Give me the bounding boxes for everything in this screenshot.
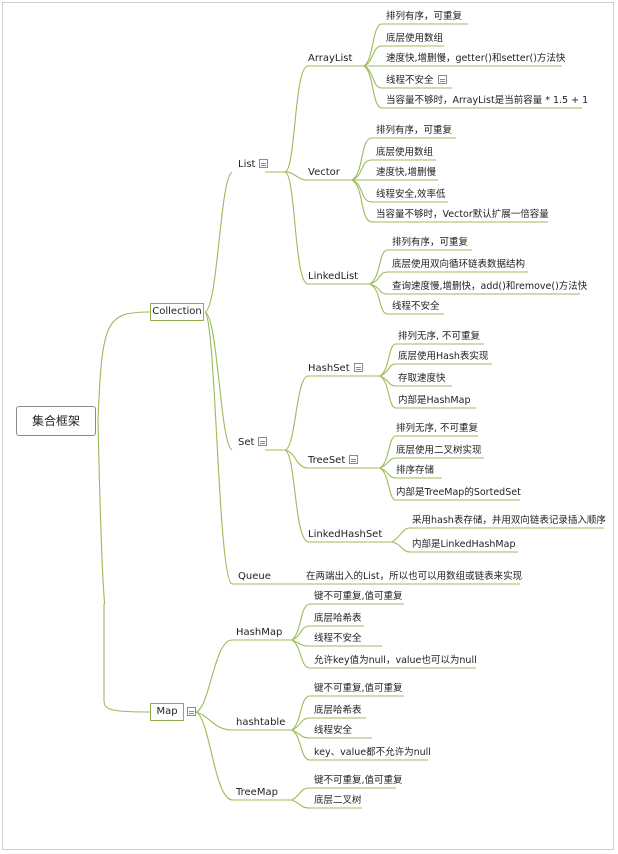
leaf-text: 线程不安全	[386, 75, 434, 86]
treeset-node: TreeSet	[308, 454, 359, 467]
map-node: Map	[150, 703, 184, 721]
leaf: 允许key值为null，value也可以为null	[314, 655, 477, 666]
vector-node: Vector	[308, 167, 340, 178]
list-label: List	[238, 159, 256, 170]
note-icon	[353, 363, 363, 372]
leaf: 底层使用数组	[386, 33, 444, 44]
note-icon	[437, 75, 447, 84]
leaf: 线程不安全	[314, 633, 362, 644]
leaf: 排列无序, 不可重复	[396, 423, 479, 434]
queue-desc: 在两端出入的List，所以也可以用数组或链表来实现	[306, 571, 523, 582]
root-node: 集合框架	[16, 406, 96, 436]
leaf: 当容量不够时，ArrayList是当前容量 * 1.5 + 1	[386, 95, 589, 106]
list-node: List	[238, 158, 269, 171]
leaf: 底层使用数组	[376, 147, 434, 158]
leaf: 采用hash表存储，并用双向链表记录插入顺序	[412, 515, 606, 526]
leaf: 排序存储	[396, 465, 435, 476]
set-node: Set	[238, 436, 268, 449]
leaf: 存取速度快	[398, 373, 446, 384]
note-icon	[258, 437, 268, 446]
linkedhashset-node: LinkedHashSet	[308, 529, 383, 540]
note-icon	[259, 159, 269, 168]
note-icon	[349, 455, 359, 464]
leaf: 排列有序，可重复	[376, 125, 453, 136]
leaf: 内部是LinkedHashMap	[412, 539, 516, 550]
hashset-node: HashSet	[308, 362, 363, 375]
leaf: 线程安全	[314, 725, 353, 736]
treeset-label: TreeSet	[308, 455, 346, 466]
leaf: 键不可重复,值可重复	[314, 683, 403, 694]
queue-node: Queue	[238, 571, 271, 582]
leaf: 内部是HashMap	[398, 395, 471, 406]
leaf: 查询速度慢,增删快，add()和remove()方法快	[392, 281, 588, 292]
leaf: key、value都不允许为null	[314, 747, 431, 758]
leaf: 底层哈希表	[314, 613, 362, 624]
leaf: 键不可重复,值可重复	[314, 775, 403, 786]
leaf: 排列无序, 不可重复	[398, 331, 481, 342]
leaf: 底层使用双向循环链表数据结构	[392, 259, 526, 270]
leaf: 键不可重复,值可重复	[314, 591, 403, 602]
leaf: 底层二叉树	[314, 795, 362, 806]
note-icon	[187, 707, 196, 716]
hashtable-node: hashtable	[236, 717, 286, 728]
leaf: 线程不安全	[386, 74, 447, 87]
leaf: 排列有序，可重复	[386, 11, 463, 22]
linkedlist-node: LinkedList	[308, 271, 359, 282]
hashmap-node: HashMap	[236, 627, 283, 638]
leaf: 底层使用二叉树实现	[396, 445, 482, 456]
hashset-label: HashSet	[308, 363, 350, 374]
arraylist-node: ArrayList	[308, 53, 353, 64]
leaf: 线程不安全	[392, 301, 440, 312]
treemap-node: TreeMap	[236, 787, 278, 798]
leaf: 排列有序，可重复	[392, 237, 469, 248]
leaf: 底层使用Hash表实现	[398, 351, 489, 362]
leaf: 速度快,增删慢，getter()和setter()方法快	[386, 53, 566, 64]
collection-node: Collection	[150, 303, 204, 321]
leaf: 底层哈希表	[314, 705, 362, 716]
set-label: Set	[238, 437, 255, 448]
leaf: 内部是TreeMap的SortedSet	[396, 487, 521, 498]
leaf: 速度快,增删慢	[376, 167, 437, 178]
leaf: 当容量不够时，Vector默认扩展一倍容量	[376, 209, 549, 220]
leaf: 线程安全,效率低	[376, 189, 446, 200]
